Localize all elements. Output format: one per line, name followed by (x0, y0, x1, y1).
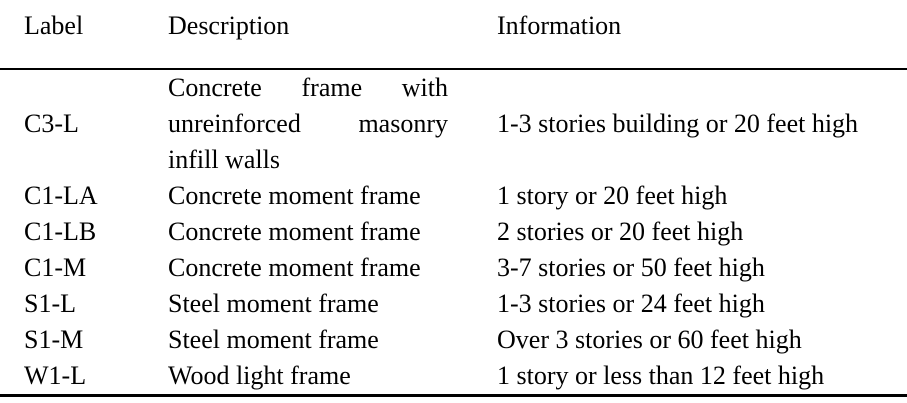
table-header-row: Label Description Information (0, 0, 907, 70)
column-header-information: Information (497, 0, 907, 70)
information-cell: 3-7 stories or 50 feet high (497, 253, 765, 282)
table-row: C3-L Concrete frame with unreinforced ma… (0, 69, 907, 178)
label-cell: C1-LB (24, 217, 97, 246)
label-cell: S1-L (24, 289, 76, 318)
information-cell: Over 3 stories or 60 feet high (497, 325, 802, 354)
information-cell: 1-3 stories building or 20 feet high (497, 109, 859, 138)
description-line: unreinforced masonry (168, 109, 448, 138)
description-cell: Steel moment frame (168, 325, 379, 354)
description-cell: Concrete moment frame (168, 181, 421, 210)
description-cell: Steel moment frame (168, 289, 379, 318)
label-cell: C3-L (24, 109, 79, 138)
table-row: S1-M Steel moment frame Over 3 stories o… (0, 322, 907, 358)
table-row: C1-LB Concrete moment frame 2 stories or… (0, 214, 907, 250)
table-row: C1-M Concrete moment frame 3-7 stories o… (0, 250, 907, 286)
label-cell: S1-M (24, 325, 84, 354)
description-cell: Concrete moment frame (168, 253, 421, 282)
description-line: infill walls (168, 145, 280, 174)
label-cell: C1-M (24, 253, 87, 282)
table-row: S1-L Steel moment frame 1-3 stories or 2… (0, 286, 907, 322)
description-line: Concrete frame with (168, 73, 448, 102)
description-multiline: Concrete frame with unreinforced masonry… (168, 70, 448, 178)
description-cell: Concrete moment frame (168, 217, 421, 246)
table-row: W1-L Wood light frame 1 story or less th… (0, 358, 907, 397)
description-cell: Concrete frame with unreinforced masonry… (168, 69, 497, 178)
column-header-label: Label (0, 0, 168, 70)
information-cell: 2 stories or 20 feet high (497, 217, 744, 246)
information-cell: 1-3 stories or 24 feet high (497, 289, 765, 318)
description-cell: Wood light frame (168, 358, 497, 397)
label-cell: C1-LA (24, 181, 98, 210)
label-cell: W1-L (0, 358, 168, 397)
information-cell: 1 story or 20 feet high (497, 181, 728, 210)
table-row: C1-LA Concrete moment frame 1 story or 2… (0, 178, 907, 214)
information-cell: 1 story or less than 12 feet high (497, 358, 907, 397)
column-header-description: Description (168, 0, 497, 70)
